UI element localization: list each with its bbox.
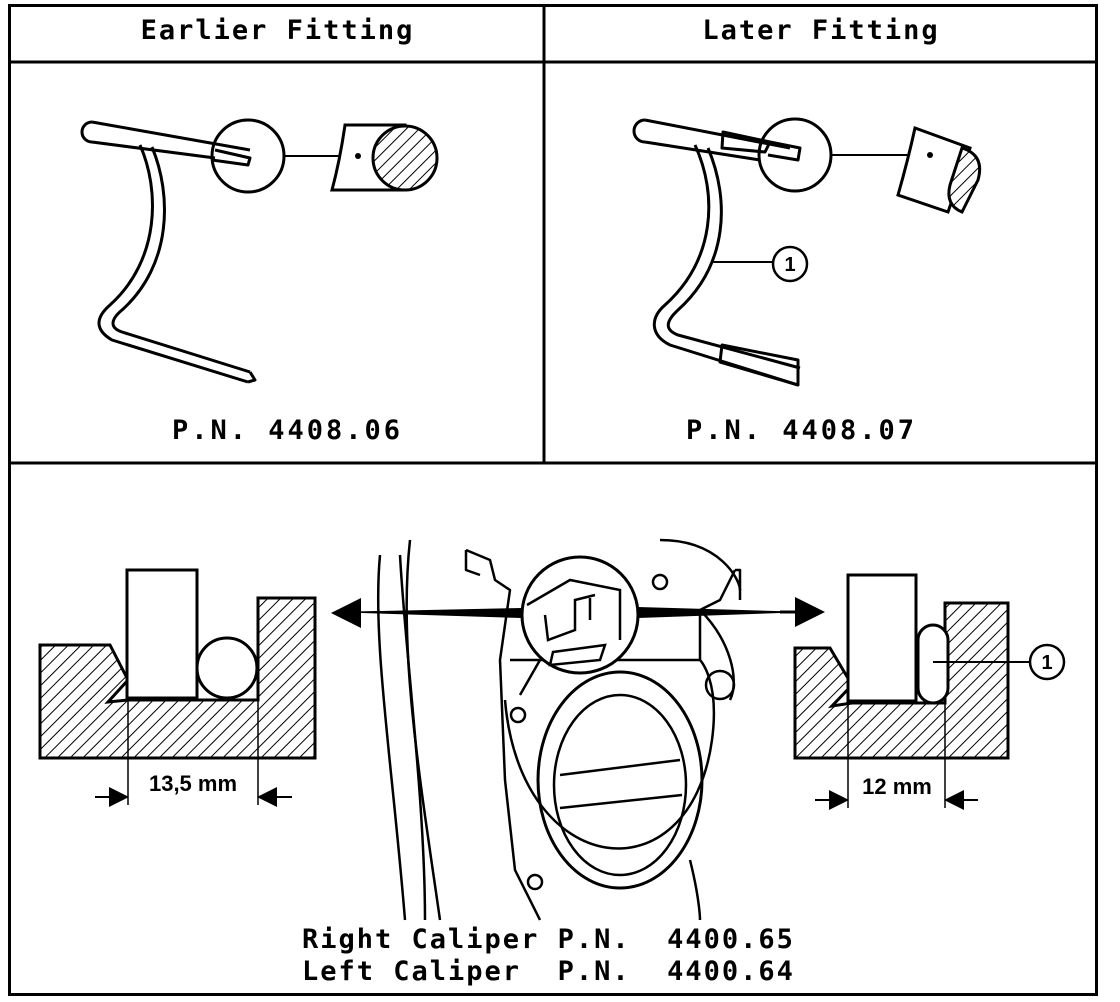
later-wire-section — [896, 126, 982, 214]
caliper-drawing — [376, 538, 742, 921]
diagram-frame — [8, 4, 1098, 996]
section-callout-circle — [1028, 643, 1066, 681]
left-caliper-caption: Left Caliper P.N. 4400.64 — [302, 956, 795, 987]
later-part-number: P.N. 4408.07 — [686, 415, 918, 446]
earlier-part-number: P.N. 4408.06 — [172, 415, 404, 446]
earlier-spring-drawing — [80, 120, 257, 384]
earlier-width-dimension: 13,5 mm — [149, 771, 237, 796]
caliper-detail-contents — [526, 578, 622, 667]
panel-grid-lines — [8, 4, 1098, 465]
earlier-wire-section — [330, 123, 439, 192]
earlier-detail-circle — [210, 118, 286, 194]
earlier-cross-section — [38, 568, 317, 807]
spring-callout-number: 1 — [784, 254, 795, 276]
section-callout-number: 1 — [1041, 652, 1052, 674]
later-spring-drawing — [632, 118, 802, 387]
earlier-fitting-header: Earlier Fitting — [140, 15, 415, 46]
later-width-dimension: 12 mm — [862, 774, 932, 799]
spring-callout-circle — [771, 245, 809, 283]
right-caliper-caption: Right Caliper P.N. 4400.65 — [302, 924, 795, 955]
later-fitting-header: Later Fitting — [702, 15, 940, 46]
later-cross-section — [793, 573, 1030, 810]
direction-arrows — [330, 597, 825, 628]
